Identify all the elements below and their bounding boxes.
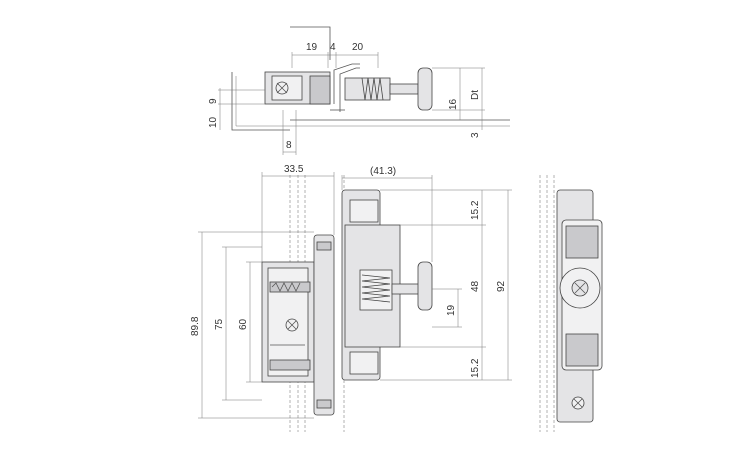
front-view: 33.5 (41.3) 89.8 75 60 15.2 48 15.2 92: [190, 164, 512, 432]
front-view-striker-upper: [349, 199, 379, 223]
top-view-frame-outline: [290, 26, 331, 60]
front-view-plunger-shaft: [391, 283, 421, 295]
top-view: 19 4 20 9 10 8 16 Dt 3: [208, 26, 510, 155]
front-view-mounting-plate: [313, 234, 335, 416]
dim-front-89-8: 89.8: [190, 316, 201, 336]
dim-front-92: 92: [496, 280, 507, 292]
dim-front-60: 60: [238, 318, 249, 330]
dim-top-4: 4: [330, 42, 336, 53]
front-view-spring: [361, 274, 391, 303]
dim-front-75: 75: [214, 318, 225, 330]
dim-front-15-2-top: 15.2: [470, 200, 481, 220]
front-view-knob: [417, 261, 433, 311]
dim-front-15-2-bottom: 15.2: [470, 358, 481, 378]
top-view-wall-inner: [235, 76, 290, 127]
dim-front-41-3: (41.3): [370, 166, 396, 177]
dim-top-20: 20: [352, 42, 364, 53]
dim-top-9: 9: [208, 98, 219, 104]
dim-front-48: 48: [470, 280, 481, 292]
dim-front-19: 19: [446, 304, 457, 316]
dim-top-16: 16: [448, 98, 459, 110]
dim-top-8: 8: [286, 140, 292, 151]
dim-front-33-5: 33.5: [284, 164, 304, 175]
top-view-plunger-shaft: [389, 83, 419, 95]
side-view: [539, 175, 603, 432]
dim-top-19: 19: [306, 42, 318, 53]
dim-top-3: 3: [470, 132, 481, 138]
top-view-spring: [361, 77, 384, 101]
top-view-latch-block: [309, 75, 331, 105]
top-view-knob: [417, 67, 433, 111]
top-view-wall-outline: [231, 72, 290, 131]
dim-top-10: 10: [208, 116, 219, 128]
dim-top-dt: Dt: [470, 90, 481, 100]
top-view-bracket: [333, 63, 360, 104]
front-view-lower-block: [269, 359, 311, 371]
front-view-striker-lower: [349, 351, 379, 375]
